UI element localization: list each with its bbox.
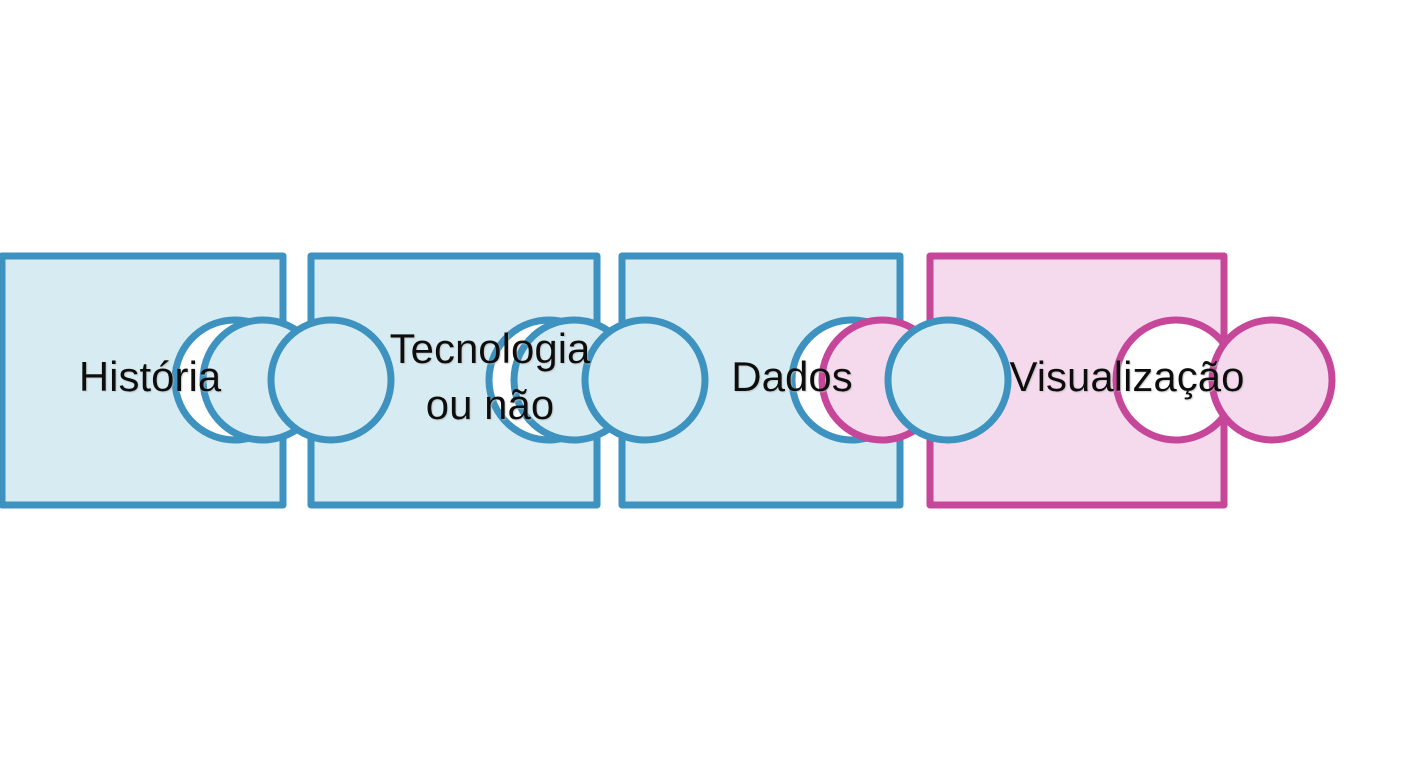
piece-label-visualizacao: Visualização [1009,353,1244,400]
piece-label-line: Tecnologia [390,325,591,372]
piece-shape-tecnologia[interactable] [199,252,601,509]
piece-label-line: Visualização [1009,353,1244,400]
piece-knob-visualizacao [1208,316,1336,444]
puzzle-labels-group: História Tecnologia ou não Dados Visualizaçã… [79,325,1245,428]
piece-label-line: Dados [731,353,852,400]
piece-knob-dados [884,316,1012,444]
piece-label-tecnologia: Tecnologia ou não [390,325,591,428]
piece-knob-historia [267,316,395,444]
piece-label-line: História [79,353,222,400]
piece-knob-tecnologia [581,316,709,444]
piece-label-line: ou não [426,381,554,428]
piece-shape-visualizacao[interactable] [818,252,1228,509]
puzzle-pieces-group [0,252,1336,509]
piece-label-dados: Dados [731,353,852,400]
piece-label-historia: História [79,353,222,400]
